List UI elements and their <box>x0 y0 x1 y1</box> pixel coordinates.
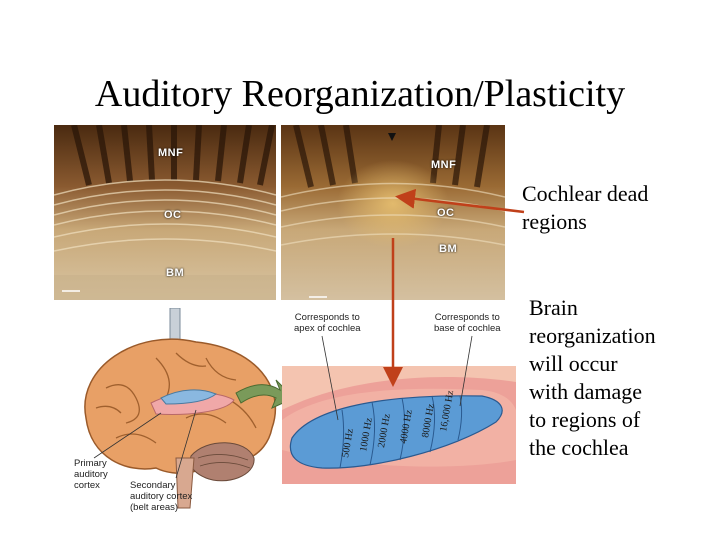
label-line: auditory cortex <box>130 491 193 502</box>
brain-text-line: with damage <box>529 379 643 404</box>
label-line: (belt areas) <box>130 502 179 513</box>
label-line: apex of cochlea <box>294 323 361 334</box>
dead-regions-caption: Cochlear dead regions <box>522 180 712 236</box>
base-label: Corresponds to base of cochlea <box>434 312 501 334</box>
frequency-label: 8000 Hz <box>420 402 437 438</box>
label-line: Secondary <box>130 480 176 491</box>
brain-text-line: to regions of <box>529 407 641 432</box>
cochlea-micrograph-damaged: MNF OC BM <box>281 125 505 300</box>
brain-text-line: Brain <box>529 295 578 320</box>
label-line: Corresponds to <box>294 312 360 323</box>
label-bm: BM <box>439 243 458 255</box>
frequency-label: 500 Hz <box>340 427 356 458</box>
brain-text-line: will occur <box>529 351 618 376</box>
frequency-label: 16,000 Hz <box>438 389 456 432</box>
tonotopic-drawing <box>282 335 516 484</box>
micrograph-damaged-image <box>281 125 505 300</box>
micrograph-normal-image <box>54 125 276 300</box>
label-line: base of cochlea <box>434 323 501 334</box>
label-mnf: MNF <box>158 147 184 159</box>
label-line: Corresponds to <box>434 312 500 323</box>
apex-label: Corresponds to apex of cochlea <box>294 312 361 334</box>
cochlea-micrograph-normal: MNF OC BM <box>54 125 276 300</box>
label-oc: OC <box>437 207 455 219</box>
tonotopic-map: Corresponds to apex of cochlea Correspon… <box>282 310 516 488</box>
label-line: auditory <box>74 469 108 480</box>
secondary-auditory-cortex-label: Secondary auditory cortex (belt areas) <box>130 480 192 513</box>
brain-text-line: reorganization <box>529 323 656 348</box>
label-line: cortex <box>74 480 100 491</box>
frequency-label: 4000 Hz <box>398 408 415 444</box>
dead-regions-line: regions <box>522 209 587 234</box>
slide-title: Auditory Reorganization/Plasticity <box>94 73 626 115</box>
brain-illustration: Primary auditory cortex Secondary audito… <box>66 307 296 523</box>
label-bm: BM <box>166 267 185 279</box>
brain-reorganization-caption: Brain reorganization will occur with dam… <box>529 294 709 462</box>
frequency-label: 2000 Hz <box>376 412 393 448</box>
brain-drawing <box>84 307 295 509</box>
dead-regions-line: Cochlear dead <box>522 181 649 206</box>
label-oc: OC <box>164 209 182 221</box>
label-mnf: MNF <box>431 159 457 171</box>
primary-auditory-cortex-label: Primary auditory cortex <box>74 458 108 491</box>
frequency-label: 1000 Hz <box>358 416 375 452</box>
brain-text-line: the cochlea <box>529 435 629 460</box>
label-line: Primary <box>74 458 107 469</box>
